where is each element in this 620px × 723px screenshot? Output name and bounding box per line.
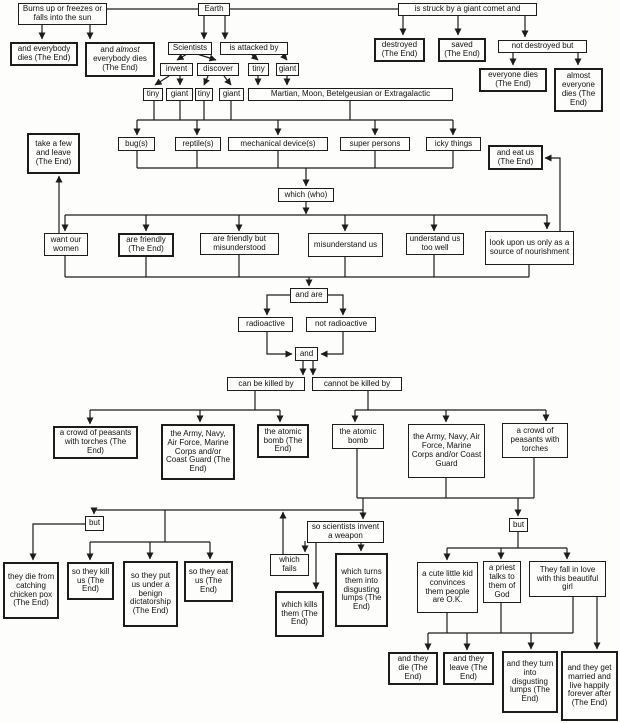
node-everyone-dies: everyone dies (The End) <box>479 68 547 92</box>
node-not-destroyed-but: not destroyed but <box>498 40 587 53</box>
node-giant-invent: giant <box>166 88 193 101</box>
node-almost-everyone-dies: almost everyone dies (The End) <box>554 68 603 112</box>
edge-58 <box>328 294 347 316</box>
edge-17 <box>203 75 210 86</box>
node-misunderstand-us: misunderstand us <box>308 233 383 257</box>
node-struck-by-comet: is struck by a giant comet and <box>398 3 537 16</box>
node-nourishment: look upon us only as a source of nourish… <box>485 231 574 265</box>
node-burns-up: Burns up or freezes or falls into the su… <box>18 3 107 25</box>
node-but-left: but <box>85 516 104 531</box>
node-giant-discover: giant <box>219 88 244 101</box>
node-invent: invent <box>160 63 193 76</box>
edge-13 <box>250 53 259 61</box>
node-tiny-discover: tiny <box>195 88 213 101</box>
node-is-attacked-by: is attacked by <box>220 42 288 55</box>
node-atomic-bomb-end: the atomic bomb (The End) <box>257 424 309 458</box>
edge-81 <box>29 523 85 561</box>
node-not-radioactive: not radioactive <box>306 317 376 332</box>
node-which-turns-lumps: which turns them into disgusting lumps (… <box>335 553 388 627</box>
node-which-who: which (who) <box>278 188 334 202</box>
node-are-friendly: are friendly (The End) <box>118 233 174 257</box>
node-can-be-killed: can be killed by <box>227 377 305 391</box>
node-army-end: the Army, Navy, Air Force, Marine Corps … <box>161 424 235 480</box>
node-destroyed: destroyed (The End) <box>374 38 425 62</box>
node-scientists: Scientists <box>168 42 212 55</box>
node-radioactive: radioactive <box>238 317 293 332</box>
node-atomic-bomb: the atomic bomb <box>332 424 384 449</box>
edge-11 <box>176 53 188 61</box>
node-mechanical-devices: mechanical device(s) <box>228 137 328 151</box>
node-married-happily: and they get married and live happily fo… <box>561 651 618 721</box>
edge-57 <box>263 294 290 316</box>
edge-18 <box>223 75 232 86</box>
node-and-join: and <box>295 347 318 361</box>
node-so-they-kill-us: so they kill us (The End) <box>67 562 114 600</box>
node-friendly-misunderstood: are friendly but misunderstood <box>200 233 279 255</box>
edge-60 <box>320 332 344 358</box>
node-army: the Army, Navy, Air Force, Marine Corps … <box>408 424 485 478</box>
node-martian: Martian, Moon, Betelgeusian or Extragala… <box>248 88 453 101</box>
node-chicken-pox: they die from catching chicken pox (The … <box>3 562 59 619</box>
node-bugs: bug(s) <box>118 137 155 151</box>
node-they-turn-lumps: and they turn into disgusting lumps (The… <box>502 651 558 713</box>
node-saved: saved (The End) <box>438 38 486 62</box>
node-crowd-torches: a crowd of peasants with torches <box>502 423 568 458</box>
edge-group <box>29 8 601 651</box>
edge-79 <box>90 507 363 515</box>
node-so-they-eat-us: so they eat us (The End) <box>184 561 233 602</box>
node-priest: a priest talks to them of God <box>483 561 521 603</box>
node-scientists-weapon: so scientists invent a weapon <box>307 521 384 543</box>
node-and-are: and are <box>290 288 328 303</box>
node-and-eat-us: and eat us (The End) <box>488 145 543 170</box>
edge-12 <box>196 53 217 62</box>
node-want-our-women: want our women <box>44 233 88 256</box>
node-understand-too-well: understand us too well <box>406 233 464 255</box>
node-and-they-die: and they die (The End) <box>388 652 438 685</box>
node-take-a-few: take a few and leave (The End) <box>27 133 80 174</box>
edge-15 <box>154 75 170 86</box>
node-but-right: but <box>509 518 528 532</box>
node-cute-kid: a cute little kid convinces them people … <box>417 562 478 613</box>
node-and-they-leave: and they leave (The End) <box>443 652 494 685</box>
node-earth: Earth <box>198 3 230 16</box>
node-fall-in-love: They fall in love with this beautiful gi… <box>529 561 606 597</box>
node-crowd-torches-end: a crowd of peasants with torches (The En… <box>53 426 138 459</box>
node-cannot-be-killed: cannot be killed by <box>312 377 402 391</box>
node-reptiles: reptile(s) <box>175 137 221 151</box>
node-which-kills-them: which kills them (The End) <box>275 591 324 637</box>
node-benign-dictatorship: so they put us under a benign dictatorsh… <box>123 561 178 627</box>
node-discover: discover <box>197 63 239 76</box>
node-almost-everybody-dies: and almost everybody dies (The End) <box>85 42 155 77</box>
node-giant-attack: giant <box>276 63 299 76</box>
edge-59 <box>266 332 293 358</box>
node-icky-things: icky things <box>426 137 481 151</box>
node-everybody-dies: and everybody dies (The End) <box>10 42 78 66</box>
node-tiny-attack: tiny <box>248 63 269 76</box>
edge-14 <box>280 52 288 61</box>
edge-48 <box>544 154 561 231</box>
node-which-fails: which fails <box>270 554 309 576</box>
node-super-persons: super persons <box>340 137 410 151</box>
node-tiny-invent: tiny <box>143 88 163 101</box>
